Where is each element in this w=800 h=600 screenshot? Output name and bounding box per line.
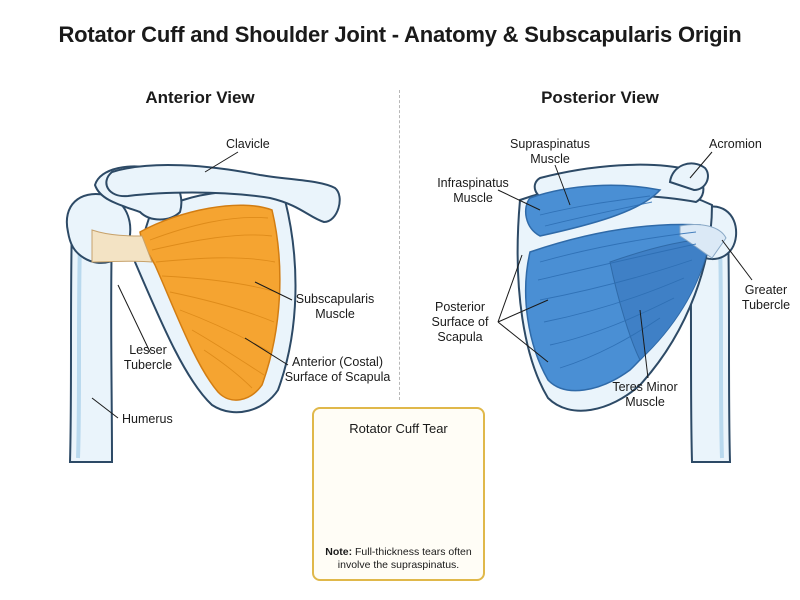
supraspinatus-label: Supraspinatus Muscle bbox=[505, 137, 595, 167]
inset-note-label: Note: bbox=[325, 546, 353, 558]
clavicle-bone bbox=[105, 164, 341, 224]
inset-note-text: Full-thickness tears often involve the s… bbox=[337, 546, 472, 571]
inset-note: Note: Full-thickness tears often involve… bbox=[318, 546, 479, 572]
lesser-tubercle-label: Lesser Tubercle bbox=[118, 343, 178, 373]
lesser-tubercle-label-line1: Lesser bbox=[129, 343, 167, 357]
page-title: Rotator Cuff and Shoulder Joint - Anatom… bbox=[58, 22, 742, 47]
greater-tubercle-label-line2: Tubercle bbox=[741, 298, 791, 312]
posterior-surface-label-line2: Surface of bbox=[431, 315, 489, 329]
humerus-label: Humerus bbox=[122, 412, 173, 426]
view-divider bbox=[399, 90, 400, 400]
subscapularis-label: Subscapularis Muscle bbox=[290, 292, 380, 322]
infraspinatus-label-line1: Infraspinatus bbox=[437, 176, 509, 190]
subscapularis-label-line2: Muscle bbox=[315, 307, 355, 321]
greater-tubercle-label-line1: Greater bbox=[744, 283, 788, 297]
posterior-surface-label-line1: Posterior bbox=[434, 300, 486, 314]
rotator-cuff-tear-inset: Rotator Cuff Tear Note: Full-thickness t… bbox=[312, 407, 485, 581]
greater-tubercle-label: Greater Tubercle bbox=[738, 283, 794, 313]
anterior-view-heading: Anterior View bbox=[145, 88, 255, 107]
subscapularis-label-line1: Subscapularis bbox=[295, 292, 375, 306]
anterior-surface-label-line1: Anterior (Costal) bbox=[292, 355, 383, 369]
teres-minor-label-line1: Teres Minor bbox=[612, 380, 678, 394]
anterior-surface-label: Anterior (Costal) Surface of Scapula bbox=[280, 355, 395, 385]
clavicle-label: Clavicle bbox=[226, 137, 270, 151]
infraspinatus-label: Infraspinatus Muscle bbox=[428, 176, 518, 206]
inset-title: Rotator Cuff Tear bbox=[349, 421, 448, 436]
teres-minor-label: Teres Minor Muscle bbox=[600, 380, 690, 410]
posterior-surface-label-line3: Scapula bbox=[437, 330, 483, 344]
supraspinatus-label-line2: Muscle bbox=[530, 152, 570, 166]
teres-minor-label-line2: Muscle bbox=[625, 395, 665, 409]
anterior-surface-label-line2: Surface of Scapula bbox=[284, 370, 391, 384]
posterior-surface-label: Posterior Surface of Scapula bbox=[425, 300, 495, 345]
lesser-tubercle-label-line2: Tubercle bbox=[123, 358, 173, 372]
posterior-shoulder-drawing bbox=[516, 162, 738, 463]
supraspinatus-muscle bbox=[524, 184, 662, 237]
supraspinatus-label-line1: Supraspinatus bbox=[510, 137, 590, 151]
acromion-label: Acromion bbox=[709, 137, 762, 151]
subscapularis-muscle bbox=[139, 204, 281, 401]
teres-minor-muscle bbox=[609, 239, 711, 361]
anterior-shoulder-drawing bbox=[65, 164, 341, 463]
posterior-view-heading: Posterior View bbox=[541, 88, 659, 107]
infraspinatus-label-line2: Muscle bbox=[453, 191, 493, 205]
